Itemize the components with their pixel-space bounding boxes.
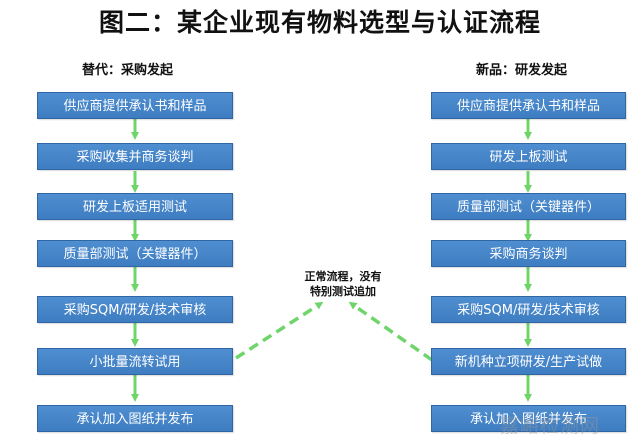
right-step-3: 质量部测试（关键器件）	[431, 193, 626, 220]
right-step-7: 承认加入图纸并发布	[431, 405, 626, 432]
left-step-2: 采购收集并商务谈判	[37, 143, 233, 170]
watermark: 嘉峪检测网	[500, 415, 601, 437]
diagram-title: 图二：某企业现有物料选型与认证流程	[98, 8, 541, 37]
left-step-5: 采购SQM/研发/技术审核	[37, 296, 233, 323]
right-step-2: 研发上板测试	[431, 143, 626, 170]
left-step-4: 质量部测试（关键器件）	[37, 240, 233, 267]
left-step-1: 供应商提供承认书和样品	[37, 92, 233, 119]
right-step-6: 新机种立项研发/生产试做	[431, 348, 626, 375]
right-step-4: 采购商务谈判	[431, 240, 626, 267]
flow-note-line-2: 特别测试追加	[310, 285, 376, 298]
left-step-3: 研发上板适用测试	[37, 193, 233, 220]
left-column-header: 替代：采购发起	[82, 63, 174, 78]
right-step-1: 供应商提供承认书和样品	[431, 92, 626, 119]
right-step-5: 采购SQM/研发/技术审核	[431, 296, 626, 323]
dashed-arrow-left	[235, 301, 324, 360]
left-step-7: 承认加入图纸并发布	[37, 405, 233, 432]
left-step-6: 小批量流转试用	[37, 348, 233, 375]
flow-note: 正常流程，没有 特别测试追加	[288, 269, 398, 299]
flow-note-line-1: 正常流程，没有	[304, 270, 382, 283]
right-column-header: 新品：研发发起	[476, 63, 568, 78]
dashed-arrow-right	[348, 301, 434, 362]
